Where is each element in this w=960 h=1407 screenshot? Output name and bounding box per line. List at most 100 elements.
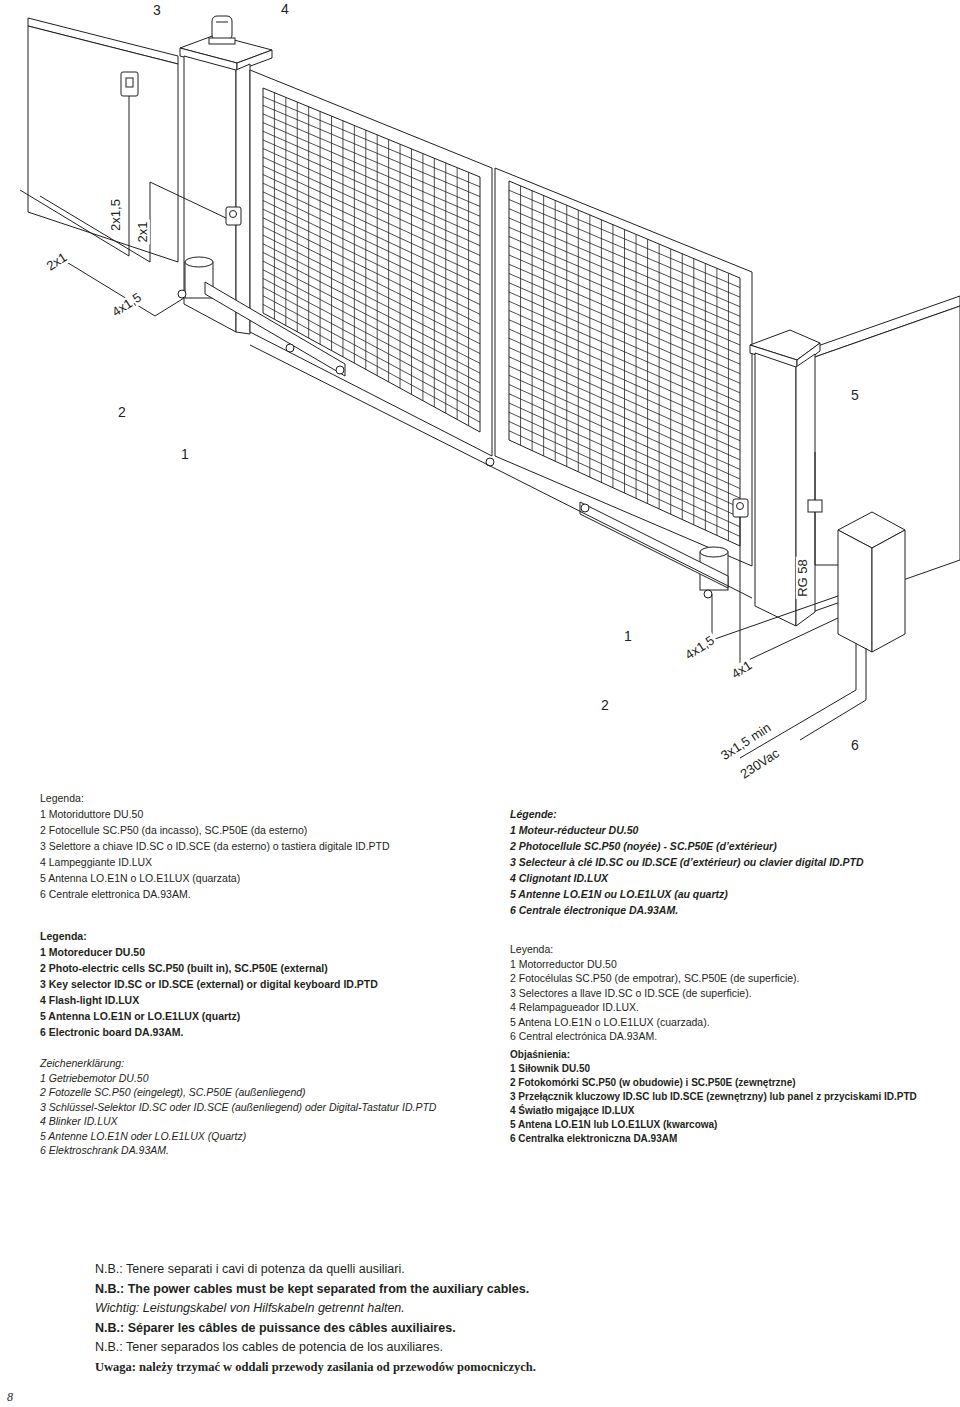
gate-grid xyxy=(263,105,480,196)
cable xyxy=(40,182,226,262)
legend-line: 3 Selectores a llave ID.SC o ID.SCE (de … xyxy=(510,986,955,1001)
legend-block: Zeichenerklärung:1 Getriebemotor DU.502 … xyxy=(40,1056,495,1158)
photocell xyxy=(733,499,748,517)
gate-grid xyxy=(509,431,740,537)
left-pillar xyxy=(236,64,250,334)
right-pillar xyxy=(750,330,820,626)
legend-line: 2 Fotokomórki SC.P50 (w obudowie) i SC.P… xyxy=(510,1076,955,1090)
motor xyxy=(704,590,712,598)
gate-grid xyxy=(263,270,480,383)
gate-grid xyxy=(263,226,480,333)
gate-grid xyxy=(509,186,740,541)
gate-illustration xyxy=(0,0,960,790)
ground-line xyxy=(250,345,752,598)
legend-line: 1 Siłownik DU.50 xyxy=(510,1062,955,1076)
cable-spec: 4x1,5 xyxy=(108,289,146,320)
flash-light xyxy=(212,16,232,40)
legend-block: Légende:1 Moteur-réducteur DU.502 Photoc… xyxy=(510,806,955,918)
legend-line: 6 Centralka elektroniczna DA.93AM xyxy=(510,1132,955,1146)
legend-line: 3 Selecteur à clé ID.SC ou ID.SCE (d’ext… xyxy=(510,854,955,870)
right-leaf xyxy=(495,168,752,566)
legend-column: N.B.: Tenere separati i cavi di potenza … xyxy=(95,1260,950,1377)
note-line: N.B.: Tenere separati i cavi di potenza … xyxy=(95,1260,950,1280)
gate-grid xyxy=(509,227,740,326)
callout-number: 6 xyxy=(849,738,861,753)
legend-block: Leyenda:1 Motorreductor DU.502 Fotocélul… xyxy=(510,942,955,1044)
legend-line: 4 Flash-light ID.LUX xyxy=(40,992,495,1008)
photocell xyxy=(737,503,744,510)
gate-grid xyxy=(263,201,480,305)
legend-line: 1 Getriebemotor DU.50 xyxy=(40,1071,495,1086)
gate-grid xyxy=(263,93,480,426)
legend-line: 4 Blinker ID.LUX xyxy=(40,1114,495,1129)
gate-grid xyxy=(509,301,740,402)
gate-grid xyxy=(263,131,480,226)
control-box xyxy=(838,512,905,652)
left-wall xyxy=(28,18,178,262)
gate-grid xyxy=(509,237,740,336)
right-pillar xyxy=(796,354,815,626)
left-leaf xyxy=(250,70,492,456)
left-leaf xyxy=(263,88,480,432)
legend-line: Légende: xyxy=(510,806,955,822)
cable xyxy=(20,96,866,758)
legend-block: Legenda:1 Motoreducer DU.502 Photo-elect… xyxy=(40,928,495,1040)
legend-line: 2 Photocellule SC.P50 (noyée) - SC.P50E … xyxy=(510,838,955,854)
right-leaf xyxy=(495,168,752,566)
legend-line: 6 Centrale électronique DA.93AM. xyxy=(510,902,955,918)
right-leaf xyxy=(509,181,740,546)
gate-grid xyxy=(263,123,480,217)
gate-grid xyxy=(263,140,480,236)
legend-line: 5 Antenna LO.E1N o LO.E1LUX (quarzata) xyxy=(40,870,495,886)
callout-number: 4 xyxy=(279,2,291,17)
legend-line: 5 Antena LO.E1N lub LO.E1LUX (kwarcowa) xyxy=(510,1118,955,1132)
legend-line: 3 Key selector ID.SC or ID.SCE (external… xyxy=(40,976,495,992)
gate-grid xyxy=(509,338,740,440)
legend-block: Legenda:1 Motoriduttore DU.502 Fotocellu… xyxy=(40,790,495,902)
gate-grid xyxy=(263,114,480,206)
gate-grid xyxy=(509,264,740,364)
legend-line: 1 Motoriduttore DU.50 xyxy=(40,806,495,822)
legend-block: N.B.: Tenere separati i cavi di potenza … xyxy=(95,1260,950,1377)
legend-line: 1 Motoreducer DU.50 xyxy=(40,944,495,960)
legend-line: 5 Antena LO.E1N o LO.E1LUX (cuarzada). xyxy=(510,1015,955,1030)
gate-grid xyxy=(509,255,740,355)
gate-grid xyxy=(263,235,480,344)
legend-line: 2 Fotocellule SC.P50 (da incasso), SC.P5… xyxy=(40,822,495,838)
legend-line: 4 Światło migające ID.LUX xyxy=(510,1104,955,1118)
antenna xyxy=(808,500,822,512)
photocell xyxy=(226,207,748,517)
legend-line: 6 Elektroschrank DA.93AM. xyxy=(40,1143,495,1158)
callout-number: 1 xyxy=(622,629,634,644)
control-box xyxy=(838,530,872,652)
flash-light xyxy=(209,38,235,44)
legend-line: 6 Central electrónica DA.93AM. xyxy=(510,1029,955,1044)
motor xyxy=(185,257,213,267)
key-selector xyxy=(126,78,133,87)
control-box xyxy=(872,530,905,652)
photocell xyxy=(230,211,237,218)
cable xyxy=(20,96,129,256)
gate-grid xyxy=(509,200,740,298)
cable-spec: 2x1 xyxy=(43,249,72,275)
gate-grid xyxy=(263,296,480,413)
cable-spec: 4x1 xyxy=(728,657,757,683)
gate-grid xyxy=(509,329,740,431)
gate-grid xyxy=(509,274,740,374)
gate-grid xyxy=(509,320,740,422)
legend-line: 4 Relampagueador ID.LUX. xyxy=(510,1000,955,1015)
gate-grid xyxy=(509,311,740,413)
flash-light xyxy=(209,16,235,44)
legend-line: Objaśnienia: xyxy=(510,1048,955,1062)
legend-line: 2 Photo-electric cells SC.P50 (built in)… xyxy=(40,960,495,976)
cable xyxy=(815,512,838,565)
cable-spec: RG 58 xyxy=(796,557,810,599)
flash-light xyxy=(216,22,228,23)
gate-grid xyxy=(509,366,740,469)
key-selector xyxy=(121,72,138,96)
ground-line xyxy=(250,345,752,598)
legend-line: 3 Schlüssel-Selektor ID.SC oder ID.SCE (… xyxy=(40,1100,495,1115)
gate-grid xyxy=(509,403,740,508)
motor xyxy=(700,547,728,557)
legend-line: 3 Przełącznik kluczowy ID.SC lub ID.SCE … xyxy=(510,1090,955,1104)
